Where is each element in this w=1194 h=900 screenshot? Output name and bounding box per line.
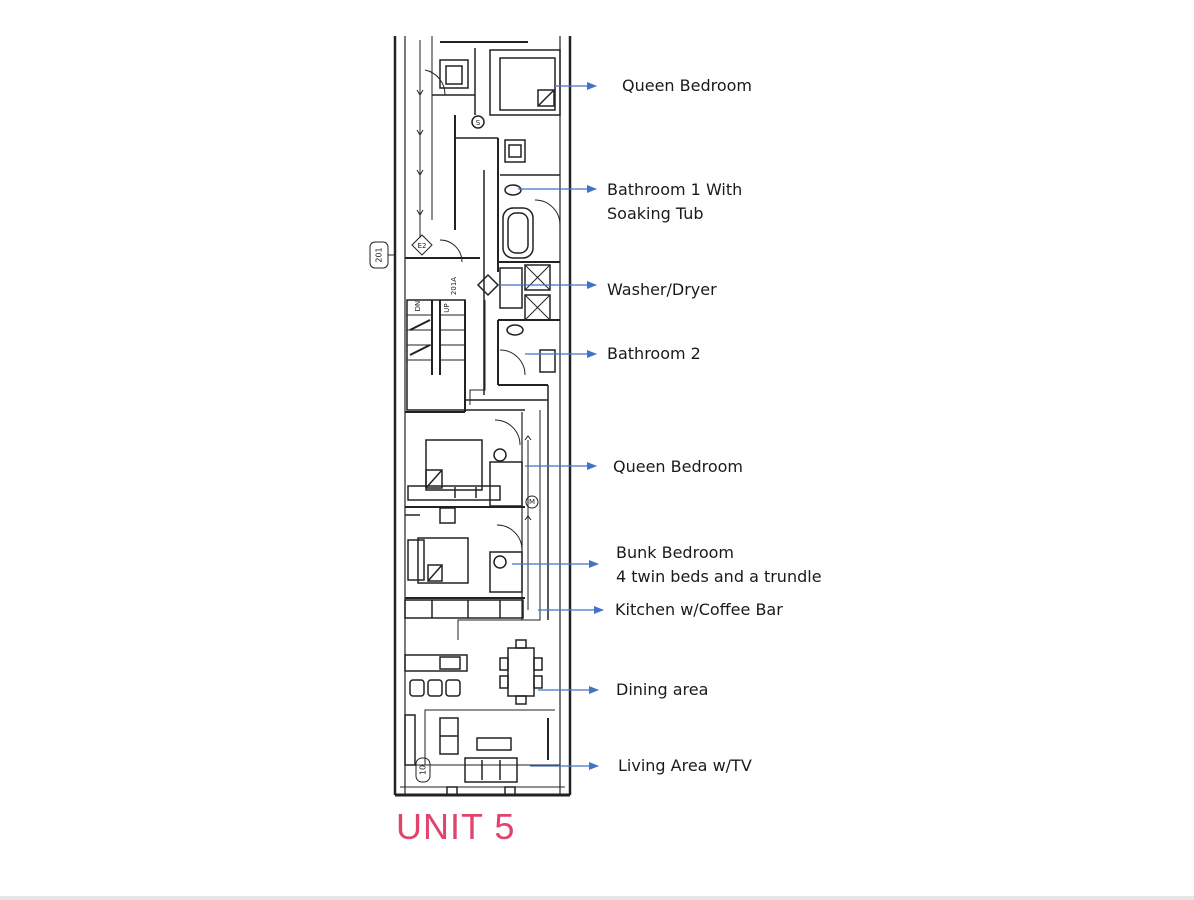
label-line: Dining area bbox=[616, 680, 709, 699]
tag-10: 10 bbox=[419, 765, 428, 775]
label-line: Kitchen w/Coffee Bar bbox=[615, 600, 783, 619]
tag-e: E2 bbox=[418, 242, 427, 250]
label-line: Bunk Bedroom bbox=[616, 543, 734, 562]
label-line: Bathroom 2 bbox=[607, 344, 701, 363]
label-bathroom-1: Bathroom 1 With Soaking Tub bbox=[607, 178, 742, 226]
label-dining: Dining area bbox=[616, 678, 708, 702]
label-queen-bedroom-2: Queen Bedroom bbox=[613, 455, 743, 479]
label-line: Soaking Tub bbox=[607, 204, 704, 223]
bottom-border bbox=[0, 896, 1194, 900]
label-kitchen: Kitchen w/Coffee Bar bbox=[615, 598, 783, 622]
floor-plan bbox=[393, 36, 572, 797]
label-queen-bedroom-1: Queen Bedroom bbox=[622, 74, 752, 98]
label-bathroom-2: Bathroom 2 bbox=[607, 342, 701, 366]
label-line: Queen Bedroom bbox=[613, 457, 744, 476]
tag-s: S bbox=[476, 119, 481, 127]
label-living: Living Area w/TV bbox=[618, 754, 752, 778]
tag-201: 201 bbox=[375, 247, 384, 262]
label-washer-dryer: Washer/Dryer bbox=[607, 278, 717, 302]
tag-201a: 201A bbox=[450, 277, 458, 295]
tag-up: UP bbox=[443, 303, 451, 312]
label-arrows bbox=[500, 82, 604, 770]
label-line: Queen Bedroom bbox=[622, 76, 753, 95]
plan-tags: 201 201A DN UP 10 S M E2 bbox=[369, 119, 539, 783]
label-line: 4 twin beds and a trundle bbox=[616, 567, 822, 586]
label-line: Bathroom 1 With bbox=[607, 180, 743, 199]
label-bunk-bedroom: Bunk Bedroom 4 twin beds and a trundle bbox=[616, 541, 822, 589]
label-line: Washer/Dryer bbox=[607, 280, 717, 299]
label-line: Living Area w/TV bbox=[618, 756, 752, 775]
tag-dn: DN bbox=[414, 301, 422, 312]
tag-m: M bbox=[529, 498, 535, 506]
unit-title: UNIT 5 bbox=[396, 806, 516, 847]
